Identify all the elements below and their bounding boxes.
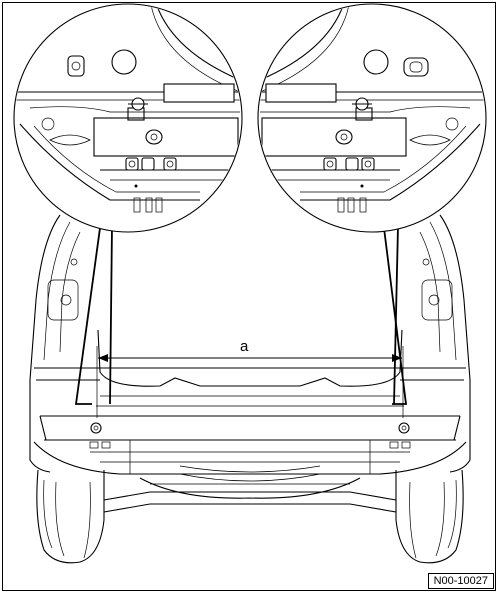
- dimension-a-line: [96, 346, 404, 418]
- left-rear-tyre: [36, 469, 105, 564]
- right-detail-circle: [257, 3, 487, 233]
- callout-leaders: [74, 225, 408, 405]
- dimension-label-a: a: [240, 338, 249, 355]
- right-rear-tyre: [395, 469, 464, 564]
- rear-axle: [103, 477, 397, 513]
- left-detail-circle: [13, 3, 243, 233]
- figure-id-badge: N00-10027: [427, 573, 494, 589]
